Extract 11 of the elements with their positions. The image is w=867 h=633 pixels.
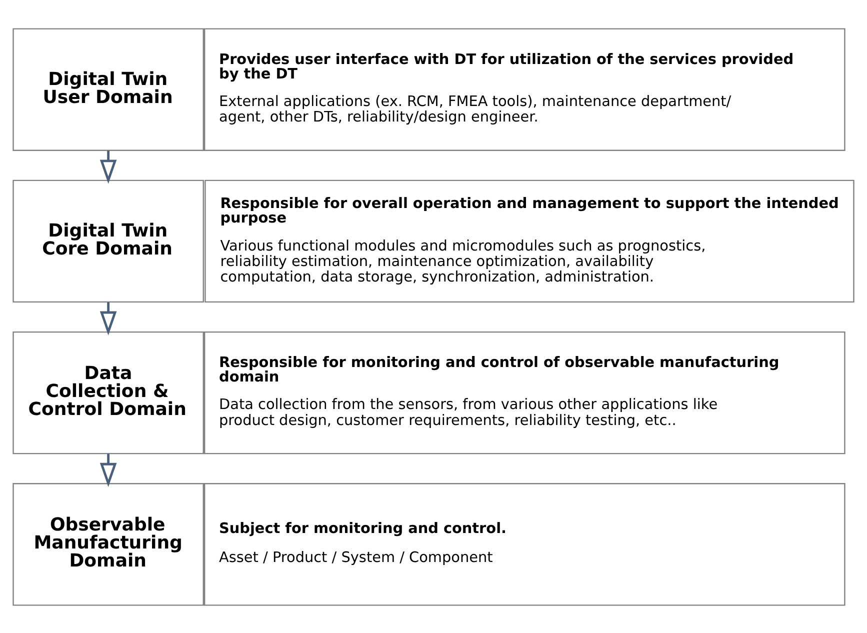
node-box: Data Collection & Control Domain (12, 330, 204, 454)
arrow (100, 150, 117, 184)
node-box: Provides user interface with DT for utilization of the services provided by the DT External applications (ex. RCM, FMEA tools), maintenance department/ agent, other DTs, reliability/design engineer. (204, 28, 846, 150)
node-box: Subject for monitoring and control. Asset / Product / System / Component (204, 482, 846, 606)
node-box: Digital Twin User Domain (12, 28, 204, 150)
arrow (100, 453, 117, 487)
node-box: Digital Twin Core Domain (12, 179, 204, 302)
node-box: Responsible for monitoring and control of observable manufacturing domain Data collection from the sensors, from various other applications like product design, customer requirements, reliability testing, etc.. (204, 330, 846, 454)
arrow (100, 302, 117, 335)
node-box: Responsible for overall operation and management to support the intended purpose Various functional modules and micromodules such as prognostics, reliability estimation, maintenance optimization, availability computation, data storage, synchronization, administration. (204, 179, 854, 302)
node-box: Observable Manufacturing Domain (12, 482, 204, 606)
